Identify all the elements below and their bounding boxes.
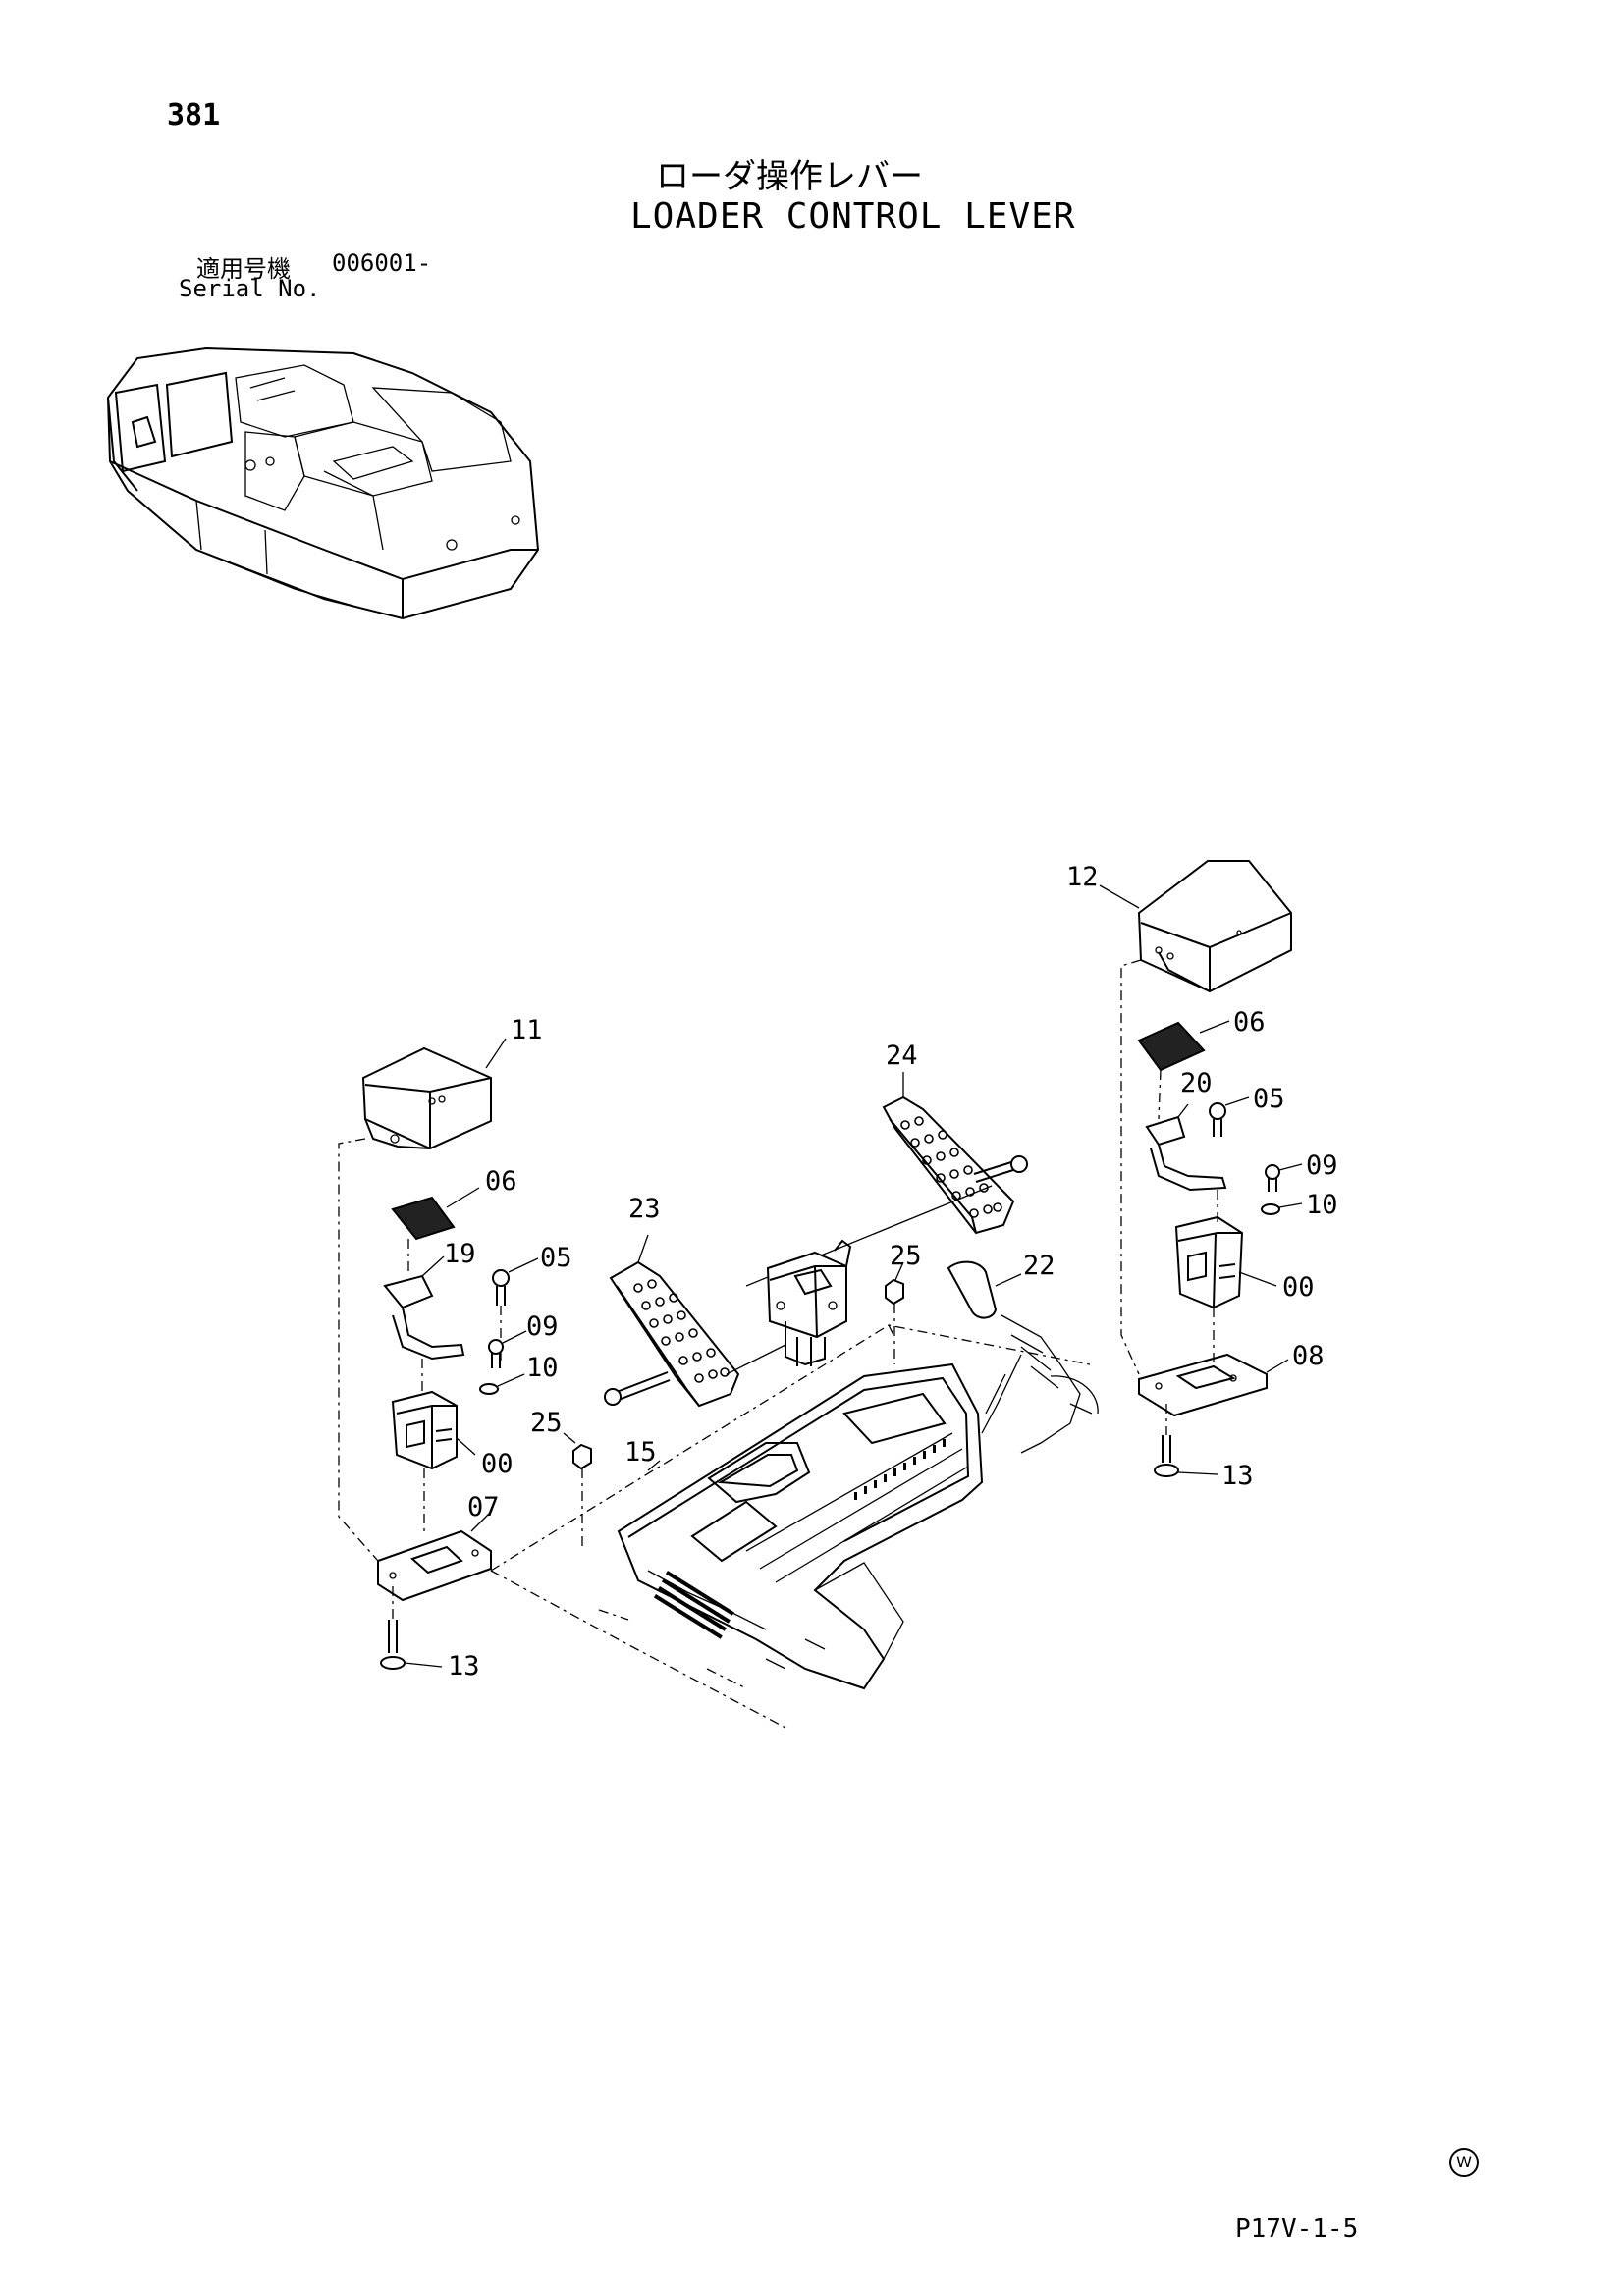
callout-06-right: 06 bbox=[1233, 1007, 1266, 1038]
bolt-13-left bbox=[380, 1586, 443, 1670]
callout-13-left: 13 bbox=[448, 1651, 480, 1682]
callout-25-center: 25 bbox=[890, 1241, 922, 1271]
bolt-24 bbox=[973, 1155, 1028, 1183]
callout-22: 22 bbox=[1023, 1251, 1056, 1281]
part-cover-left bbox=[361, 1046, 492, 1150]
callout-23: 23 bbox=[628, 1194, 661, 1224]
part-pilot-valve bbox=[766, 1239, 852, 1366]
callout-09-left: 09 bbox=[526, 1311, 559, 1342]
part-lever-knob bbox=[947, 1260, 1022, 1319]
part-pedal-24 bbox=[882, 1072, 1015, 1235]
background-linkage bbox=[981, 1314, 1099, 1454]
callout-25-left: 25 bbox=[530, 1408, 563, 1438]
callout-06-left: 06 bbox=[485, 1166, 517, 1197]
nut-25-center bbox=[885, 1261, 904, 1364]
callout-24: 24 bbox=[886, 1041, 918, 1071]
part-grip-pad-right bbox=[1137, 1020, 1230, 1072]
part-bracket-right bbox=[1145, 1103, 1227, 1192]
page-number: 381 bbox=[167, 98, 221, 133]
title-english: LOADER CONTROL LEVER bbox=[630, 196, 1076, 237]
washer-10-right bbox=[1261, 1202, 1303, 1215]
callout-05-right: 05 bbox=[1253, 1084, 1285, 1114]
callout-13-right: 13 bbox=[1221, 1461, 1254, 1491]
callout-09-right: 09 bbox=[1306, 1150, 1338, 1181]
callout-20: 20 bbox=[1180, 1068, 1213, 1098]
callout-15: 15 bbox=[624, 1437, 657, 1468]
callout-07: 07 bbox=[467, 1492, 500, 1522]
callout-11: 11 bbox=[511, 1015, 543, 1045]
part-pedal-23 bbox=[609, 1234, 740, 1408]
bolt-23 bbox=[604, 1371, 671, 1406]
callout-10-right: 10 bbox=[1306, 1190, 1338, 1220]
watermark-symbol: W bbox=[1449, 2148, 1479, 2177]
bolt-13-right bbox=[1154, 1404, 1218, 1477]
part-plate-left bbox=[377, 1511, 492, 1602]
screw-09-right bbox=[1265, 1163, 1303, 1192]
screw-05-left bbox=[492, 1257, 539, 1364]
part-bracket-left bbox=[383, 1255, 465, 1361]
page-code: P17V-1-5 bbox=[1235, 2215, 1359, 2244]
part-floor-mat bbox=[617, 1362, 984, 1690]
part-grip-pad-left bbox=[391, 1187, 480, 1241]
callout-labels: 11 06 19 05 09 10 00 07 13 25 15 23 24 2… bbox=[444, 862, 1338, 1682]
part-switch-right bbox=[1174, 1215, 1277, 1309]
part-cover-right bbox=[1099, 860, 1292, 993]
title-japanese: ローダ操作レバー bbox=[656, 157, 923, 196]
serial-label-english: Serial No. bbox=[179, 275, 321, 302]
screw-09-left bbox=[488, 1330, 527, 1368]
washer-10-left bbox=[479, 1373, 525, 1395]
callout-08: 08 bbox=[1292, 1341, 1325, 1371]
callout-00-right: 00 bbox=[1282, 1272, 1315, 1303]
callout-10-left: 10 bbox=[526, 1353, 559, 1383]
nut-25-left bbox=[563, 1432, 592, 1551]
part-switch-left bbox=[391, 1390, 476, 1470]
callout-19: 19 bbox=[444, 1239, 476, 1269]
serial-number-value: 006001- bbox=[332, 249, 432, 277]
callout-00-left: 00 bbox=[481, 1449, 514, 1479]
serial-label-japanese: 適用号機 bbox=[196, 255, 291, 283]
machine-overview-illustration bbox=[106, 347, 540, 620]
callout-05-left: 05 bbox=[540, 1243, 572, 1273]
screw-05-right bbox=[1209, 1096, 1250, 1137]
callout-12: 12 bbox=[1066, 862, 1099, 892]
part-plate-right bbox=[1138, 1353, 1289, 1417]
